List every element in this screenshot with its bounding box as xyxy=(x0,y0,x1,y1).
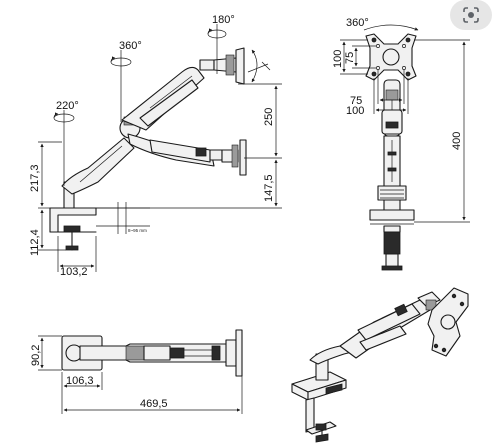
vesa-plate xyxy=(365,33,417,81)
dim-90-label: 90,2 xyxy=(30,345,42,366)
side-view-lower-arm xyxy=(61,137,135,195)
dim-469-label: 469,5 xyxy=(140,398,168,410)
rot-360-arm-label: 360° xyxy=(119,40,142,52)
tilt-arrows xyxy=(247,49,271,83)
dim-103 xyxy=(57,236,97,272)
dim-250-label: 250 xyxy=(263,108,275,126)
google-lens-button[interactable] xyxy=(450,0,492,30)
dim-vesa-horizontal xyxy=(373,70,409,114)
dim-90 xyxy=(38,335,62,371)
vesa-75-v-label: 75 xyxy=(344,52,356,64)
side-view-head-lower xyxy=(209,139,247,176)
dim-400-label: 400 xyxy=(451,132,463,150)
rotation-mark-180 xyxy=(207,24,227,74)
dim-250 xyxy=(238,83,282,159)
rotation-mark-360-arm xyxy=(110,50,132,122)
dim-vesa-vertical xyxy=(340,39,376,75)
dim-217 xyxy=(38,141,62,209)
vesa-100-v-label: 100 xyxy=(332,50,344,68)
vesa-75-h-label: 75 xyxy=(350,95,362,107)
rot-360-head-label: 360° xyxy=(346,17,369,29)
iso-head-joint xyxy=(417,291,441,307)
dim-106-label: 106,3 xyxy=(66,375,94,387)
dim-469 xyxy=(61,376,243,414)
dim-103-label: 103,2 xyxy=(60,266,88,278)
top-view: 90,2 106,3 469,5 xyxy=(30,329,243,414)
dim-112 xyxy=(38,209,66,251)
vesa-100-h-label: 100 xyxy=(346,105,364,117)
dim-147 xyxy=(96,159,282,209)
front-view-arm-stack xyxy=(369,79,415,271)
desk-thickness-note: 8~95 mm xyxy=(128,228,147,233)
iso-clamp xyxy=(291,371,347,443)
isometric-view xyxy=(291,287,469,443)
iso-vesa-plate xyxy=(427,287,469,357)
front-view: 360° xyxy=(332,17,470,271)
dim-112-label: 112,4 xyxy=(29,229,41,256)
side-view-clamp xyxy=(49,207,97,251)
google-lens-icon xyxy=(463,7,479,23)
dim-400 xyxy=(414,39,470,223)
side-view-upper-arm xyxy=(121,66,205,131)
rotation-mark-360-head xyxy=(363,24,419,31)
rotation-mark-220 xyxy=(53,110,75,186)
dim-147-label: 147,5 xyxy=(263,174,275,202)
dim-106 xyxy=(61,372,103,390)
rot-180-label: 180° xyxy=(212,14,235,26)
rot-220-label: 220° xyxy=(56,100,79,112)
dim-217-label: 217,3 xyxy=(29,164,41,192)
side-view: 8~95 mm xyxy=(29,14,282,278)
side-view-head-upper xyxy=(199,47,245,85)
